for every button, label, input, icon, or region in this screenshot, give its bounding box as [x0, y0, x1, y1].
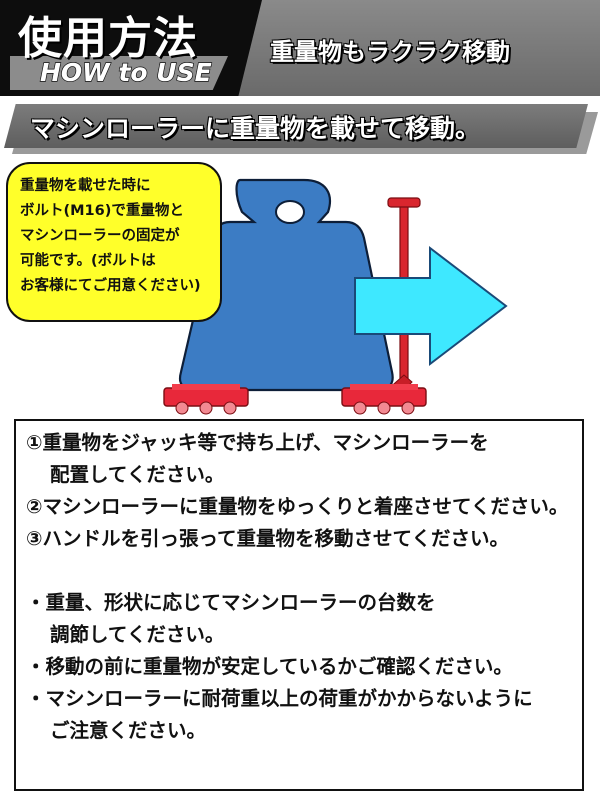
page-title: 使用方法	[18, 13, 198, 64]
section-spacer	[26, 555, 574, 587]
banner-text: マシンローラーに重量物を載せて移動。	[30, 114, 481, 143]
callout-line: ボルト(M16)で重量物と	[20, 203, 184, 219]
note-1-line-1: ・重量、形状に応じてマシンローラーの台数を	[26, 591, 436, 614]
roller-left-icon	[163, 384, 249, 415]
machine-roller-illustration	[163, 178, 508, 415]
note-3-line-2: ご注意ください。	[50, 719, 207, 742]
step-3: ③ハンドルを引っ張って重量物を移動させてください。	[26, 527, 509, 550]
note-2: ・移動の前に重量物が安定しているかご確認ください。	[26, 655, 513, 678]
banner	[4, 104, 588, 148]
bolt-info-callout: 重量物を載せた時に ボルト(M16)で重量物と マシンローラーの固定が 可能です…	[6, 162, 222, 322]
instructions-box: ①重量物をジャッキ等で持ち上げ、マシンローラーを 配置してください。 ②マシンロ…	[14, 419, 584, 791]
note-1-line-2: 調節してください。	[50, 623, 225, 646]
weight-icon	[178, 178, 394, 392]
step-1-line-1: ①重量物をジャッキ等で持ち上げ、マシンローラーを	[26, 431, 489, 454]
move-arrow-icon	[354, 245, 508, 367]
header-tagline: 重量物もラクラク移動	[270, 38, 510, 66]
note-3-line-1: ・マシンローラーに耐荷重以上の荷重がかからないように	[26, 687, 533, 710]
callout-line: マシンローラーの固定が	[20, 228, 180, 244]
callout-line: お客様にてご用意ください)	[20, 278, 201, 294]
page-subtitle: HOW to USE	[39, 57, 212, 87]
callout-line: 可能です。(ボルトは	[20, 253, 156, 269]
header-subtitle-stripe	[10, 56, 228, 90]
header: 使用方法 HOW to USE 重量物もラクラク移動	[0, 0, 600, 96]
callout-line: 重量物を載せた時に	[20, 178, 151, 194]
roller-right-icon	[341, 384, 427, 415]
step-1-line-2: 配置してください。	[50, 463, 225, 486]
step-2: ②マシンローラーに重量物をゆっくりと着座させてください。	[26, 495, 569, 518]
